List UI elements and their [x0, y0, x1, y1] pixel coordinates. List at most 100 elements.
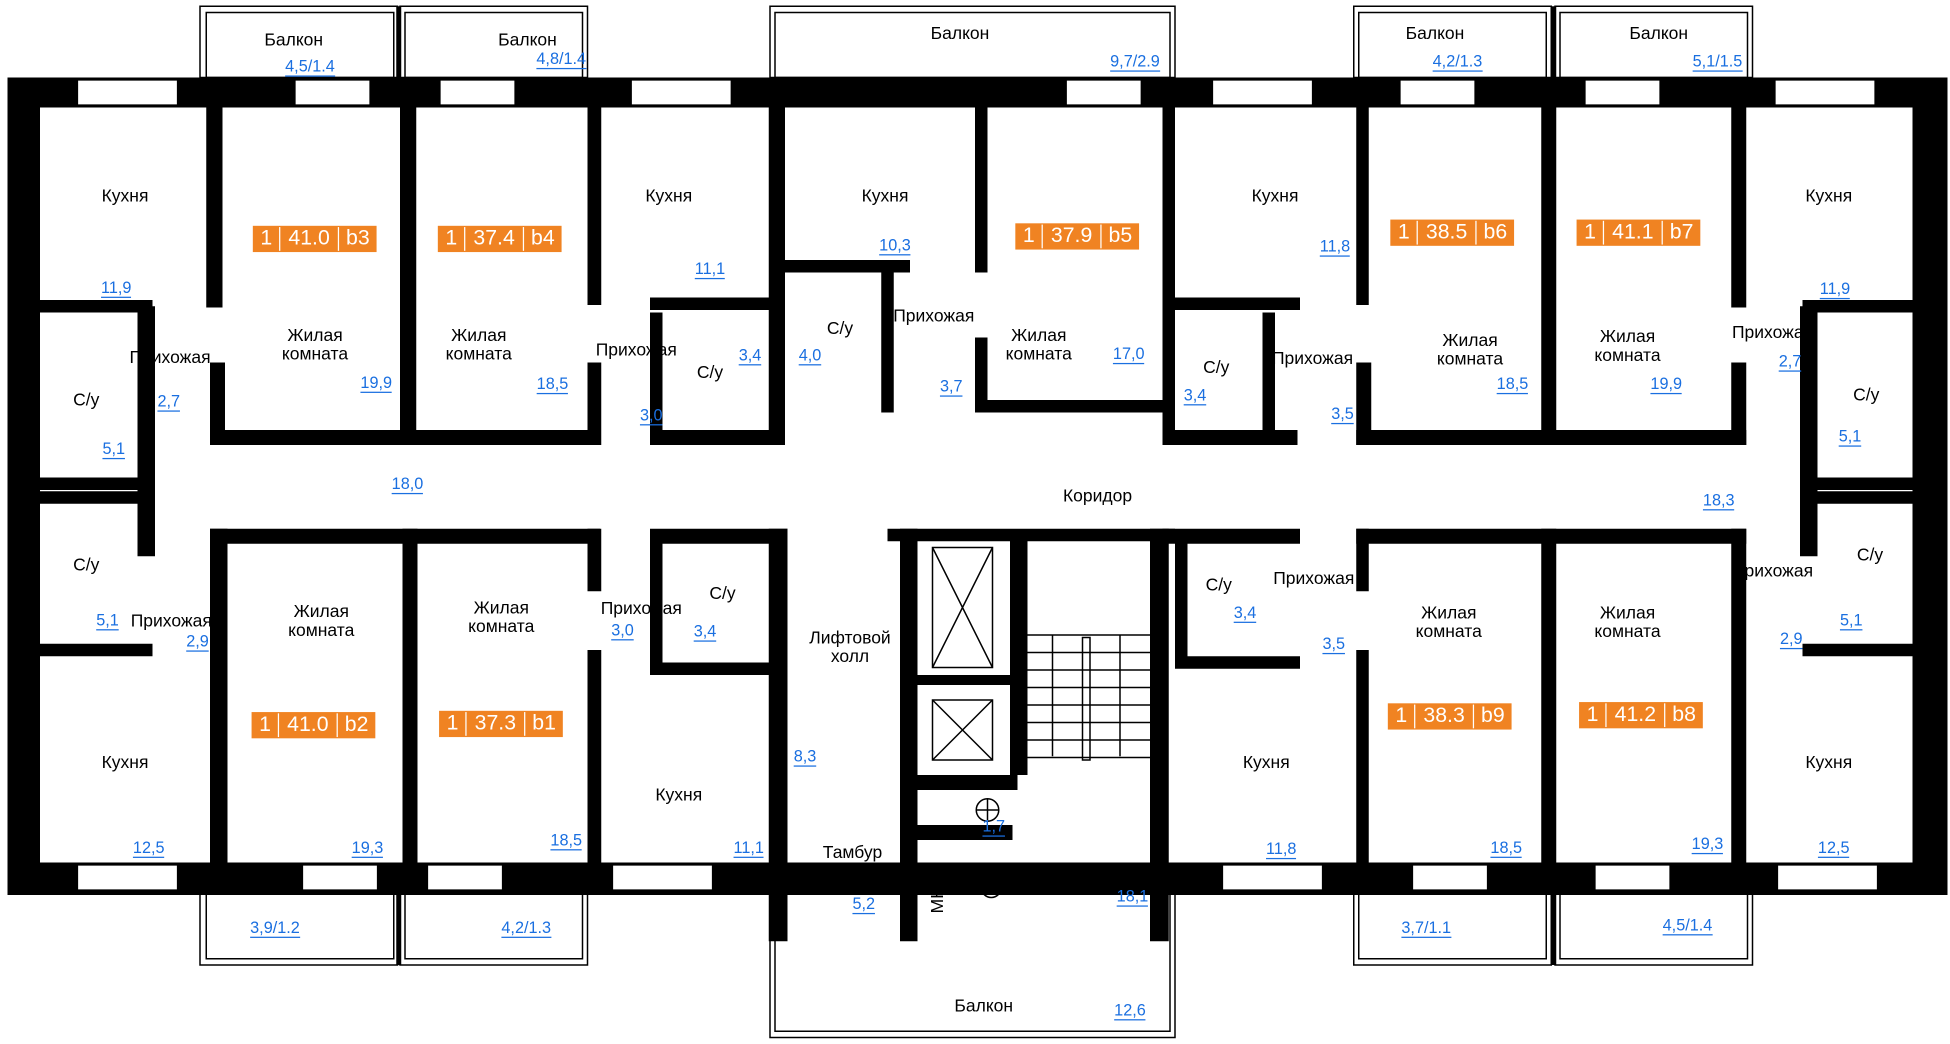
room-label-lift-hall: Лифтовой холл — [809, 627, 891, 667]
room-label-kitchen: Кухня — [101, 185, 149, 206]
room-label-kitchen: Кухня — [101, 751, 149, 772]
balcony-area: 5,1/1.5 — [1692, 51, 1743, 73]
room-label-hall: Прихожая — [1271, 347, 1354, 368]
room-label-wc: С/у — [1853, 384, 1880, 405]
balcony-area: 4,5/1.4 — [1662, 915, 1713, 936]
apartment-badge-b9[interactable]: 1 38.3 b9 — [1387, 703, 1513, 730]
balcony-area: 4,5/1.4 — [285, 56, 335, 78]
kitchen-area: 11,1 — [694, 259, 726, 280]
room-label-wc: С/у — [73, 554, 100, 575]
room-label-hall: Прихожая — [893, 305, 975, 326]
balcony-area: 4,2/1.3 — [501, 917, 552, 939]
wc-area: 3,4 — [1233, 602, 1257, 624]
rooms-count: 1 — [1586, 702, 1599, 726]
apartment-area: 41.1 — [1612, 219, 1654, 244]
kitchen-area: 10,3 — [879, 235, 911, 256]
living-area: 18,5 — [550, 830, 583, 851]
room-label-living: Жилая комната — [288, 600, 355, 640]
hall-area: 3,5 — [1331, 404, 1354, 425]
apartment-badge-b5[interactable]: 1 37.9 b5 — [1015, 223, 1140, 250]
apartment-area: 41.0 — [288, 225, 330, 250]
rooms-count: 1 — [445, 225, 458, 250]
apartment-id: b5 — [1108, 223, 1133, 248]
room-label-hall: Прихожая — [1273, 567, 1355, 588]
apartment-area: 38.5 — [1425, 219, 1468, 244]
room-label-vestibule: Тамбур — [822, 841, 883, 862]
room-label-hall: Прихожая — [595, 339, 677, 360]
room-label-hall: Прихожая — [600, 597, 682, 618]
rooms-count: 1 — [259, 712, 271, 736]
apartment-badge-b6[interactable]: 1 38.5 b6 — [1390, 219, 1515, 246]
kitchen-area: 11,8 — [1319, 236, 1351, 258]
room-label-living: Жилая комната — [468, 597, 535, 637]
balcony-label: Балкон — [264, 29, 324, 50]
apartment-id: b3 — [346, 225, 370, 250]
room-label-living: Жилая комната — [1005, 324, 1072, 364]
balcony-area: 3,9/1.2 — [250, 917, 300, 939]
room-label-kitchen: Кухня — [1805, 185, 1853, 206]
balcony-label: Балкон — [930, 22, 990, 43]
living-area: 19,3 — [1691, 834, 1724, 855]
rooms-count: 1 — [1397, 219, 1410, 244]
room-label-wc: С/у — [1205, 574, 1232, 595]
balcony-label: Балкон — [1629, 22, 1689, 43]
room-label-kitchen: Кухня — [1251, 185, 1299, 206]
common-wc-area: 1,7 — [982, 816, 1006, 838]
wc-area: 5,1 — [1838, 426, 1862, 448]
room-label-wc: С/у — [1203, 356, 1230, 377]
apartment-area: 37.4 — [473, 225, 515, 250]
apartment-id: b9 — [1481, 703, 1505, 728]
living-area: 18,5 — [1490, 837, 1523, 859]
kitchen-area: 12,5 — [132, 837, 165, 859]
hall-area: 3,0 — [639, 405, 663, 426]
kitchen-area: 11,9 — [101, 277, 132, 299]
room-label-kitchen: Кухня — [645, 185, 693, 206]
room-label-living: Жилая комната — [281, 324, 349, 364]
apartment-area: 38.3 — [1423, 703, 1465, 728]
apartment-id: b8 — [1672, 702, 1696, 726]
living-area: 19,9 — [360, 372, 393, 394]
kitchen-area: 11,1 — [733, 837, 764, 859]
room-label-hall: Прихожая — [1731, 321, 1814, 342]
vestibule-area: 5,2 — [852, 894, 876, 915]
room-label-kitchen: Кухня — [1242, 751, 1290, 772]
rooms-count: 1 — [446, 710, 459, 735]
balcony-area: 3,7/1.1 — [1401, 917, 1452, 939]
room-label-living: Жилая комната — [1415, 602, 1482, 642]
wc-area: 5,1 — [102, 439, 126, 460]
corridor-area-right: 18,3 — [1702, 490, 1735, 511]
room-label-wc: С/у — [1856, 544, 1884, 565]
corridor-area-left: 18,0 — [391, 474, 424, 495]
apartment-area: 37.3 — [474, 710, 517, 735]
hall-area: 3,0 — [611, 620, 634, 641]
living-area: 18,5 — [1496, 374, 1529, 395]
balcony-label: Балкон — [954, 995, 1014, 1016]
room-label-wc: С/у — [73, 389, 100, 410]
wc-area: 3,4 — [738, 345, 762, 366]
apartment-area: 37.9 — [1050, 223, 1093, 248]
elevators-and-stairs — [931, 546, 1150, 899]
room-label-wc: С/у — [696, 361, 724, 382]
room-label-living: Жилая комната — [445, 324, 512, 364]
apartment-id: b6 — [1483, 219, 1508, 244]
kitchen-area: 12,5 — [1817, 837, 1850, 859]
rooms-count: 1 — [1395, 703, 1408, 728]
rooms-count: 1 — [1022, 223, 1035, 248]
kitchen-area: 11,9 — [1819, 279, 1851, 300]
room-label-hall: Прихожая — [129, 346, 211, 367]
kitchen-area: 11,8 — [1266, 839, 1297, 860]
balcony-label: Балкон — [498, 29, 557, 50]
wc-area: 3,4 — [693, 621, 717, 643]
hall-area: 2,7 — [1778, 351, 1802, 373]
mng-label: МНГ — [926, 876, 947, 914]
wc-area: 5,1 — [96, 610, 119, 631]
living-area: 19,9 — [1650, 374, 1683, 395]
balcony-label: Балкон — [1405, 22, 1465, 43]
